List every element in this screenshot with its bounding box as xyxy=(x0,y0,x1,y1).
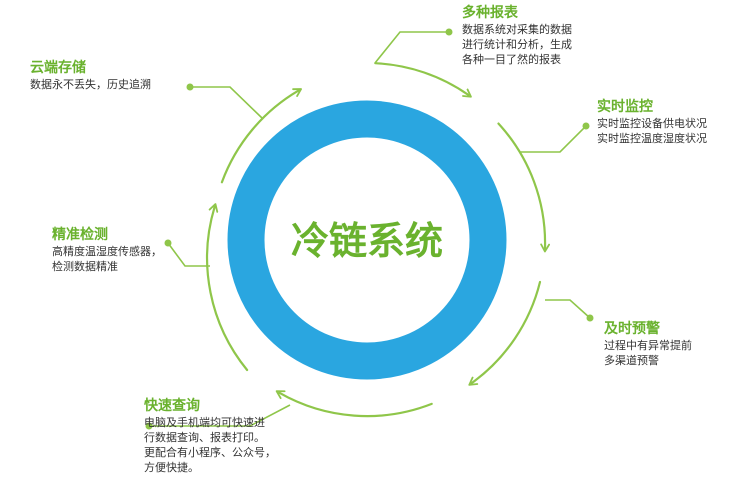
arc-realtime-to-alert xyxy=(468,280,542,386)
node-realtime: 实时监控 实时监控设备供电状况 实时监控温度湿度状况 xyxy=(597,98,707,146)
node-title: 快速查询 xyxy=(144,398,200,414)
connector-cloud xyxy=(190,86,263,119)
connector-dots xyxy=(145,28,594,430)
node-title: 及时预警 xyxy=(604,321,660,337)
node-desc-line: 行数据查询、报表打印。 xyxy=(144,431,265,444)
dot-realtime xyxy=(582,122,590,130)
arc-cloud-to-reports xyxy=(374,62,472,98)
node-detection: 精准检测 高精度温湿度传感器， 检测数据精准 xyxy=(52,226,162,274)
node-desc: 数据永不丢失，历史追溯 xyxy=(30,77,151,92)
node-desc-line: 方便快捷。 xyxy=(144,461,199,474)
arc-alert-to-query xyxy=(275,390,433,418)
node-reports: 多种报表 数据系统对采集的数据 进行统计和分析，生成 各种一目了然的报表 xyxy=(462,4,572,67)
node-desc-line: 更配合有小程序、公众号， xyxy=(144,446,276,459)
node-title: 多种报表 xyxy=(462,5,518,21)
dot-alert xyxy=(586,314,594,322)
dot-detection xyxy=(164,239,172,247)
node-desc: 数据系统对采集的数据 进行统计和分析，生成 各种一目了然的报表 xyxy=(462,22,572,67)
dot-cloud xyxy=(186,83,194,91)
node-desc-line: 数据永不丢失，历史追溯 xyxy=(30,78,151,91)
node-desc-line: 过程中有异常提前 xyxy=(604,339,692,352)
node-desc-line: 数据系统对采集的数据 xyxy=(462,23,572,36)
connector-reports xyxy=(374,31,449,64)
node-desc-line: 实时监控温度湿度状况 xyxy=(597,132,707,145)
connector-query xyxy=(149,404,291,427)
connectors xyxy=(149,31,591,427)
node-desc-line: 多渠道预警 xyxy=(604,354,659,367)
node-query: 快速查询 电脑及手机端均可快速进 行数据查询、报表打印。 更配合有小程序、公众号… xyxy=(144,397,276,475)
node-desc-line: 高精度温湿度传感器， xyxy=(52,245,162,258)
arc-query-to-detection xyxy=(206,203,249,372)
dot-query xyxy=(145,422,153,430)
center-label: 冷链系统 xyxy=(291,219,443,263)
dot-reports xyxy=(445,28,453,36)
node-desc-line: 电脑及手机端均可快速进 xyxy=(144,416,265,429)
node-desc-line: 各种一目了然的报表 xyxy=(462,53,561,66)
connector-realtime xyxy=(520,125,587,153)
node-title: 云端存储 xyxy=(30,60,86,76)
node-desc: 过程中有异常提前 多渠道预警 xyxy=(604,338,692,368)
node-desc-line: 检测数据精准 xyxy=(52,260,118,273)
arc-reports-to-realtime xyxy=(497,122,551,253)
center-ring xyxy=(227,100,507,380)
node-alert: 及时预警 过程中有异常提前 多渠道预警 xyxy=(604,320,692,368)
node-desc-line: 进行统计和分析，生成 xyxy=(462,38,572,51)
node-desc: 电脑及手机端均可快速进 行数据查询、报表打印。 更配合有小程序、公众号， 方便快… xyxy=(144,415,276,475)
node-title: 实时监控 xyxy=(597,99,653,115)
connector-alert xyxy=(545,299,591,319)
node-desc-line: 实时监控设备供电状况 xyxy=(597,117,707,130)
node-title: 精准检测 xyxy=(52,227,108,243)
node-cloud: 云端存储 数据永不丢失，历史追溯 xyxy=(30,59,151,92)
node-desc: 高精度温湿度传感器， 检测数据精准 xyxy=(52,244,162,274)
connector-detection xyxy=(167,242,210,267)
arc-detection-to-cloud xyxy=(220,88,302,184)
node-desc: 实时监控设备供电状况 实时监控温度湿度状况 xyxy=(597,116,707,146)
cycle-arrows xyxy=(206,62,551,418)
